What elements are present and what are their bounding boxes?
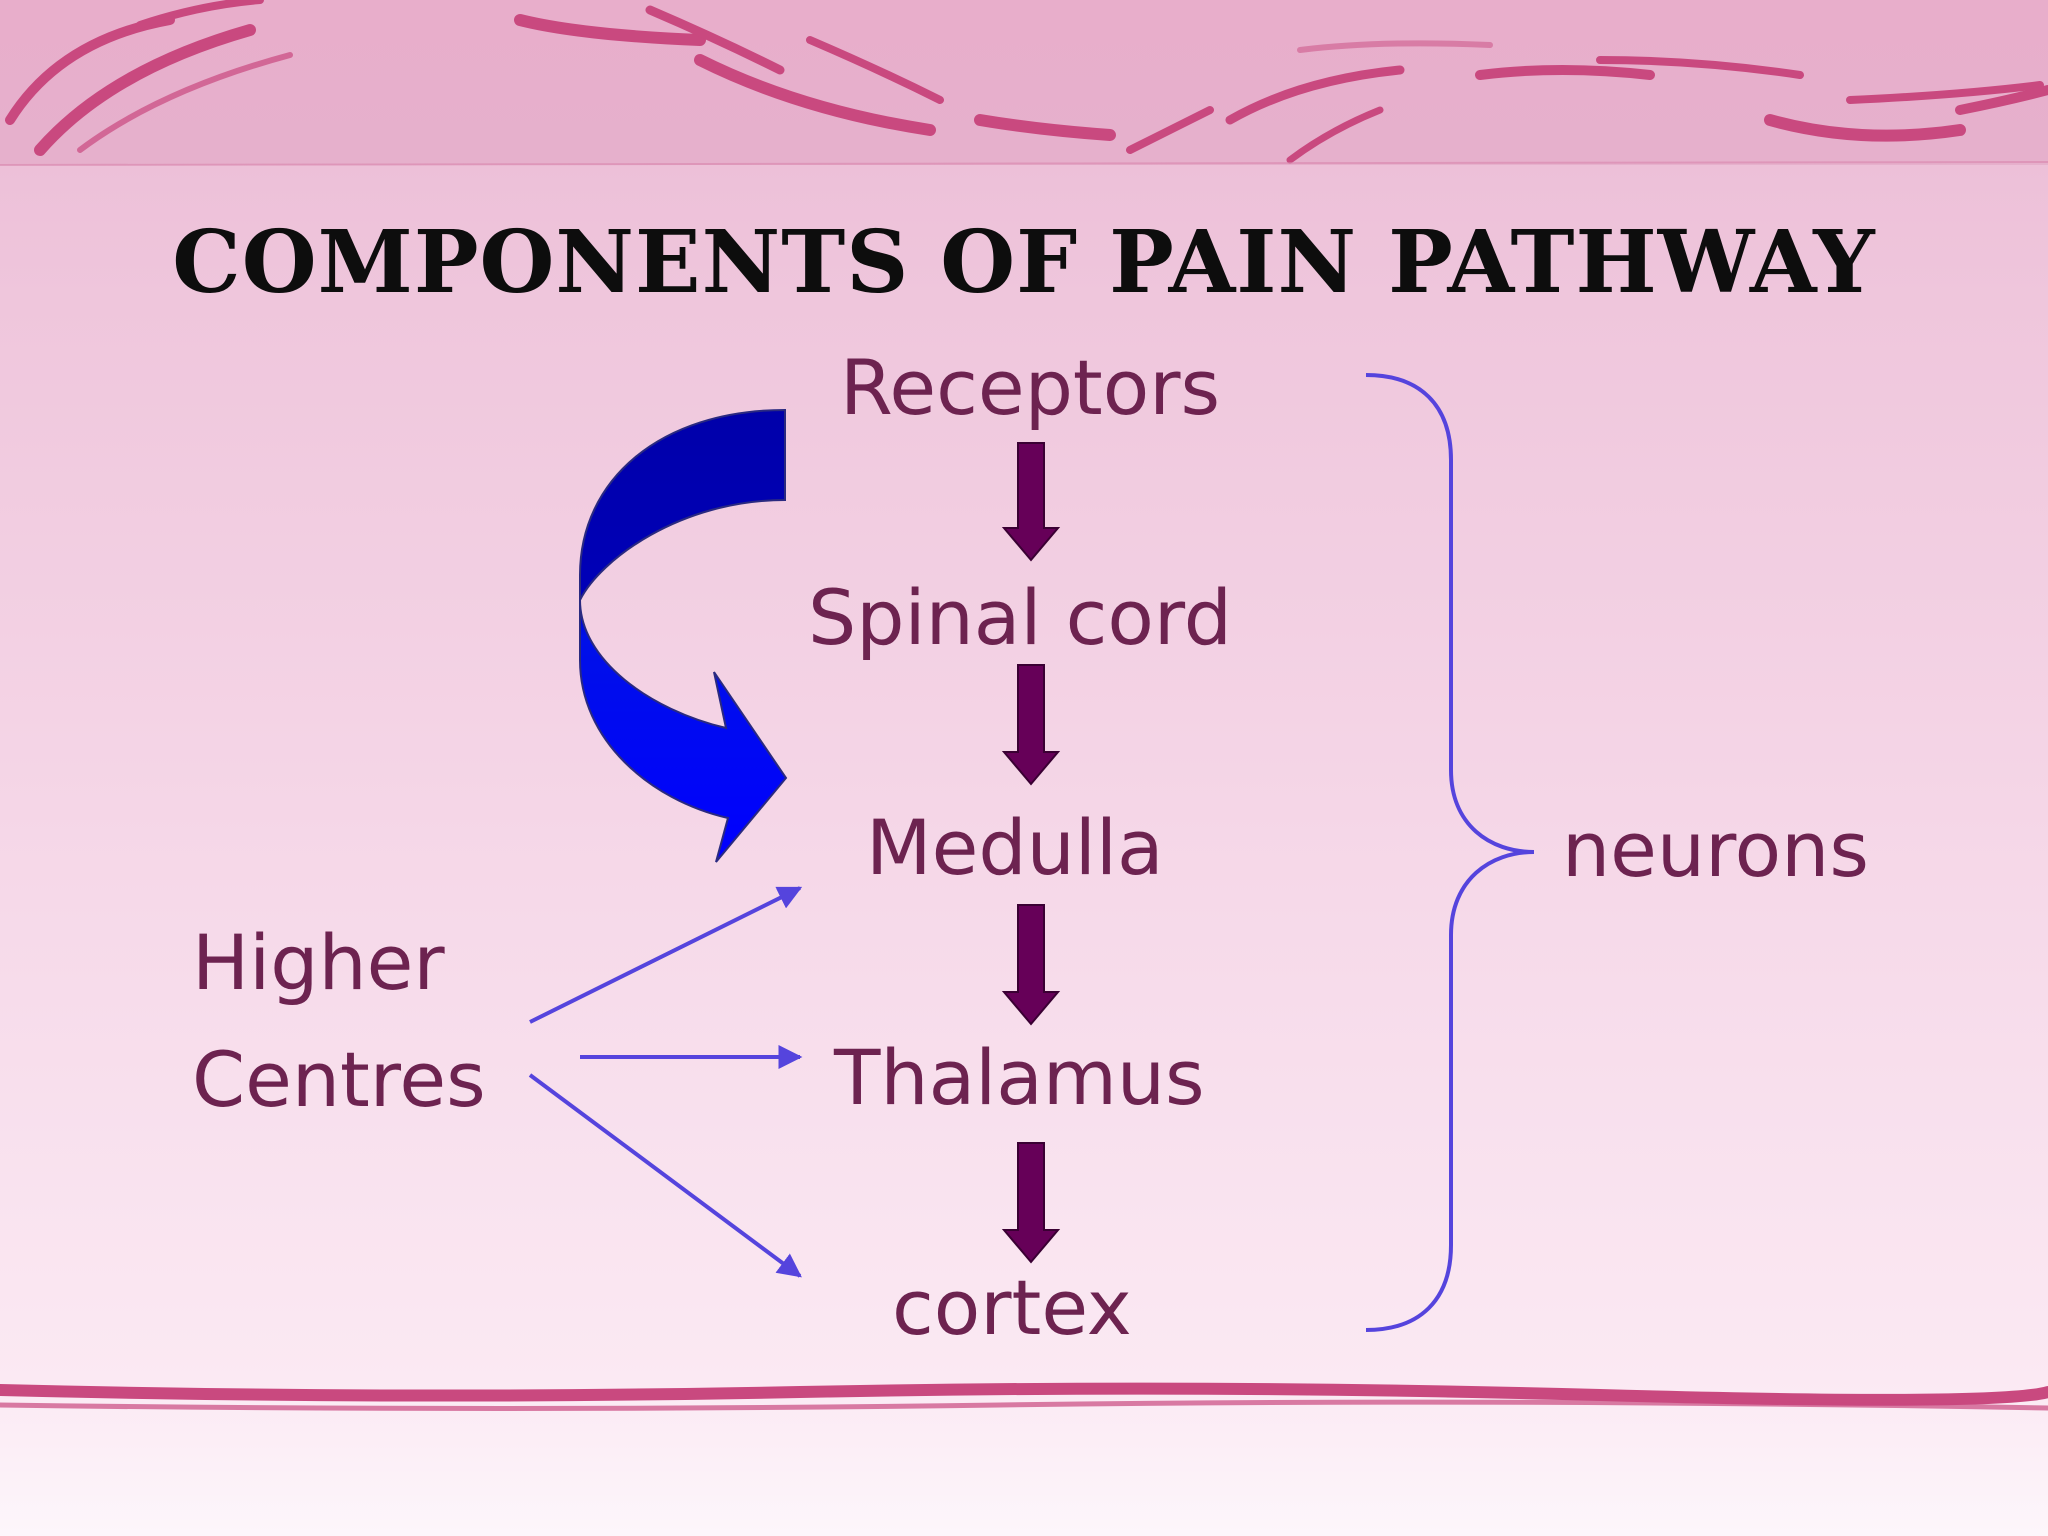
connector-to-cortex (528, 1073, 802, 1278)
higher-centres-line2: Centres (192, 1035, 486, 1124)
slide-title: COMPONENTS OF PAIN PATHWAY (172, 212, 1876, 313)
stage-thalamus: Thalamus (834, 1033, 1205, 1122)
down-arrow-receptors-spinal (1001, 442, 1061, 562)
top-decor-band (0, 0, 2048, 165)
bottom-decor-band (0, 1392, 2048, 1536)
stage-spinal-cord: Spinal cord (808, 573, 1233, 662)
down-arrow-medulla-thalamus (1001, 904, 1061, 1026)
higher-centres-line1: Higher (192, 918, 445, 1007)
stage-medulla: Medulla (866, 803, 1164, 892)
down-arrow-spinal-medulla (1001, 664, 1061, 786)
stage-receptors: Receptors (840, 343, 1221, 432)
connector-to-medulla (529, 886, 803, 1024)
down-arrow-thalamus-cortex (1001, 1142, 1061, 1264)
stage-cortex: cortex (892, 1263, 1132, 1352)
brace-label-neurons: neurons (1562, 805, 1869, 894)
curved-bypass-arrow (578, 408, 788, 863)
neurons-brace (1365, 373, 1535, 1332)
